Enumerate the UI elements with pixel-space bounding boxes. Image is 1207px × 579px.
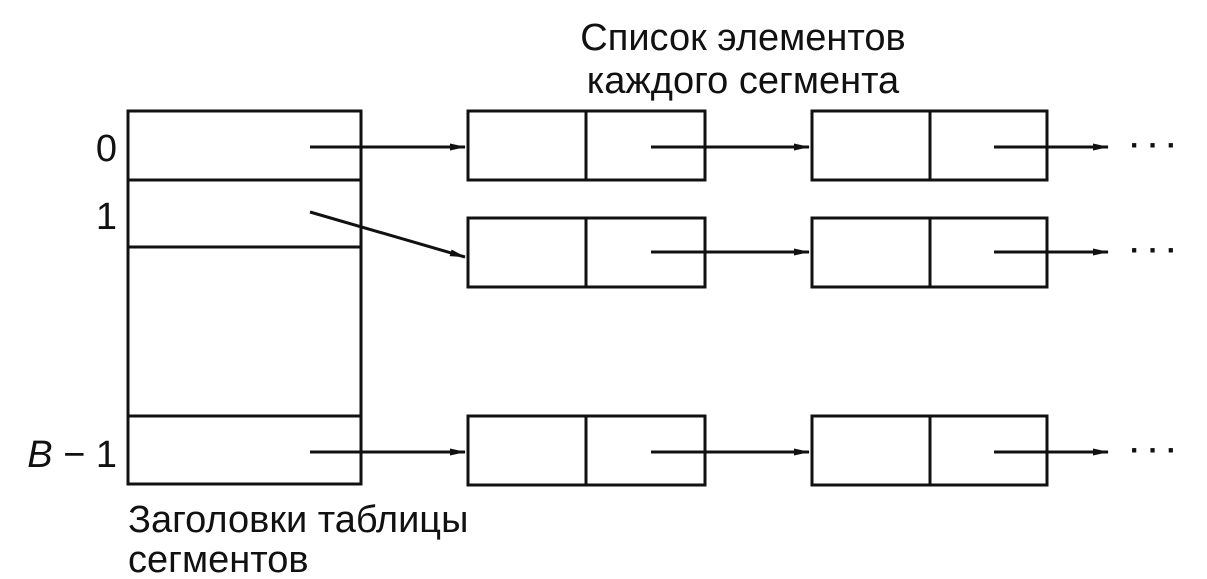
row-label-last-var: B [27, 434, 52, 476]
segment-list-row-0 [310, 109, 1109, 182]
caption-line-1: Заголовки таблицы [128, 499, 468, 541]
ellipsis-row-last: · · · [1130, 434, 1177, 467]
segment-list-row-1 [309, 210, 1109, 289]
ellipsis-row-0: · · · [1130, 129, 1177, 162]
ellipsis-row-1: · · · [1130, 234, 1177, 267]
row-label-0: 0 [96, 128, 117, 170]
bucket-pointer-arrow-1 [309, 210, 466, 259]
row-label-last-rest: − 1 [53, 434, 117, 476]
caption-line-2: сегментов [128, 539, 309, 579]
segment-list-row-last [310, 414, 1109, 487]
row-label-1: 1 [96, 196, 117, 238]
title-line-2: каждого сегмента [587, 60, 900, 102]
title-line-1: Список элементов [580, 17, 905, 59]
bucket-header-table [126, 109, 363, 486]
row-label-last: B − 1 [27, 434, 117, 476]
